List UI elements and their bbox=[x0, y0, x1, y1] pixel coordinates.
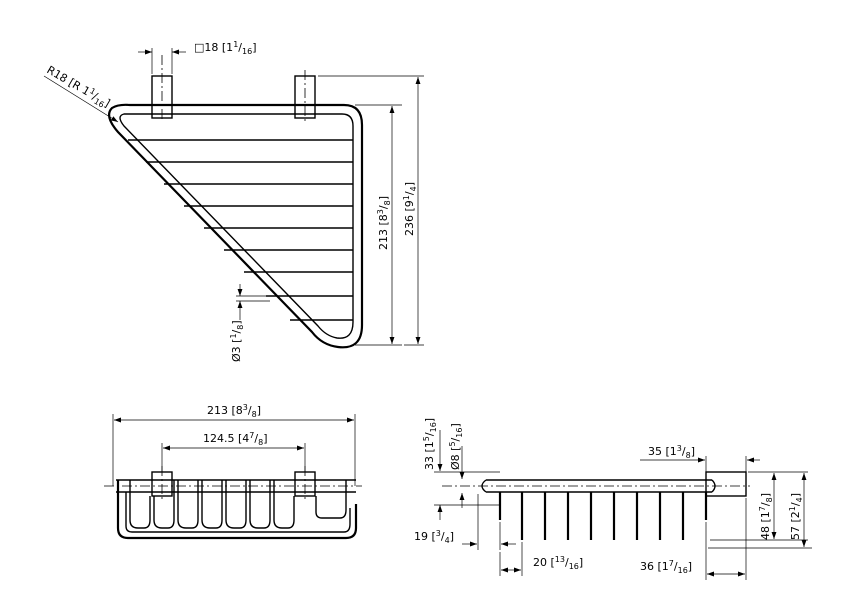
side-prongs bbox=[498, 492, 708, 540]
post-spacing-dimension: 124.5 [47/8] bbox=[161, 431, 306, 472]
side-view: 33 [15/16] Ø8 [5/16] 35 [13/8] 48 [17/8] bbox=[414, 418, 812, 580]
rod-diameter-dimension: Ø8 [5/16] bbox=[448, 423, 465, 508]
front-basket-body bbox=[116, 480, 358, 540]
wire-diameter-label: Ø3 [1/8] bbox=[229, 320, 245, 362]
front-wires bbox=[129, 480, 347, 529]
radius-label: R18 [R 11/16] bbox=[44, 62, 113, 111]
side-total-height-dimension: 57 [21/4] bbox=[708, 473, 812, 549]
side-mid-height-label: 48 [17/8] bbox=[758, 493, 774, 540]
inner-height-dimension: 213 [83/8] bbox=[355, 104, 402, 346]
top-view: □18 [11/16] R18 [R 11/16] 213 [83/8] 236… bbox=[43, 40, 424, 362]
post-width-label: □18 [11/16] bbox=[194, 40, 256, 56]
basket-frame-outer bbox=[108, 103, 364, 349]
side-total-height-label: 57 [21/4] bbox=[788, 493, 804, 540]
pitch-label: 20 [13/16] bbox=[533, 555, 583, 571]
first-gap-dimension: 19 [3/4] bbox=[414, 494, 516, 550]
post-width-dimension: □18 [11/16] bbox=[138, 40, 256, 74]
post-offset-label: 35 [13/8] bbox=[648, 444, 695, 460]
rod-diameter-label: Ø8 [5/16] bbox=[448, 423, 464, 470]
basket-frame-inner bbox=[119, 113, 354, 339]
end-dimension: 36 [17/16] bbox=[640, 498, 747, 580]
side-mid-height-dimension: 48 [17/8] bbox=[710, 471, 808, 541]
radius-dimension: R18 [R 11/16] bbox=[43, 62, 119, 123]
overall-height-dimension: 236 [91/4] bbox=[318, 75, 424, 346]
inner-height-label: 213 [83/8] bbox=[376, 196, 392, 250]
front-overall-width-label: 213 [83/8] bbox=[207, 403, 261, 419]
side-top-height-label: 33 [15/16] bbox=[422, 418, 438, 470]
side-top-height-dimension: 33 [15/16] bbox=[422, 418, 500, 520]
wire-diameter-dimension: Ø3 [1/8] bbox=[229, 284, 270, 362]
post-offset-dimension: 35 [13/8] bbox=[640, 444, 760, 472]
basket-wires bbox=[128, 139, 353, 321]
end-label: 36 [17/16] bbox=[640, 559, 692, 575]
pitch-dimension: 20 [13/16] bbox=[499, 542, 583, 576]
post-spacing-label: 124.5 [47/8] bbox=[203, 431, 267, 447]
side-rail bbox=[481, 479, 712, 493]
mounting-post-left bbox=[151, 55, 173, 122]
overall-height-label: 236 [91/4] bbox=[402, 182, 418, 236]
first-gap-label: 19 [3/4] bbox=[414, 529, 454, 545]
front-view: 213 [83/8] 124.5 [47/8] bbox=[104, 403, 362, 540]
side-post bbox=[705, 471, 747, 497]
front-overall-width-dimension: 213 [83/8] bbox=[112, 403, 356, 486]
